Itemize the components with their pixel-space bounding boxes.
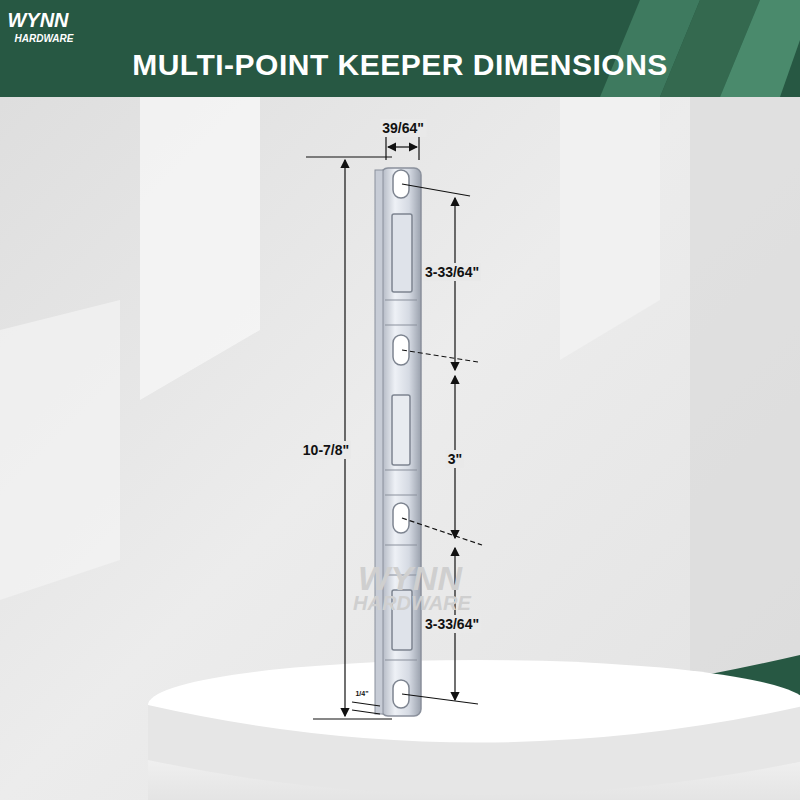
dimension-label: 3-33/64" bbox=[423, 615, 481, 633]
logo-subword: HARDWARE bbox=[15, 33, 74, 44]
dimension-label: 3" bbox=[446, 450, 464, 468]
dimension-label: 10-7/8" bbox=[301, 441, 351, 459]
dimension-label: 3-33/64" bbox=[423, 263, 481, 281]
dimension-label: 39/64" bbox=[380, 119, 426, 137]
watermark: HARDWARE bbox=[353, 592, 471, 615]
page-title: MULTI-POINT KEEPER DIMENSIONS bbox=[0, 48, 800, 82]
logo-word: WYNN bbox=[7, 9, 68, 32]
dimension-label: 1/4" bbox=[353, 689, 370, 698]
